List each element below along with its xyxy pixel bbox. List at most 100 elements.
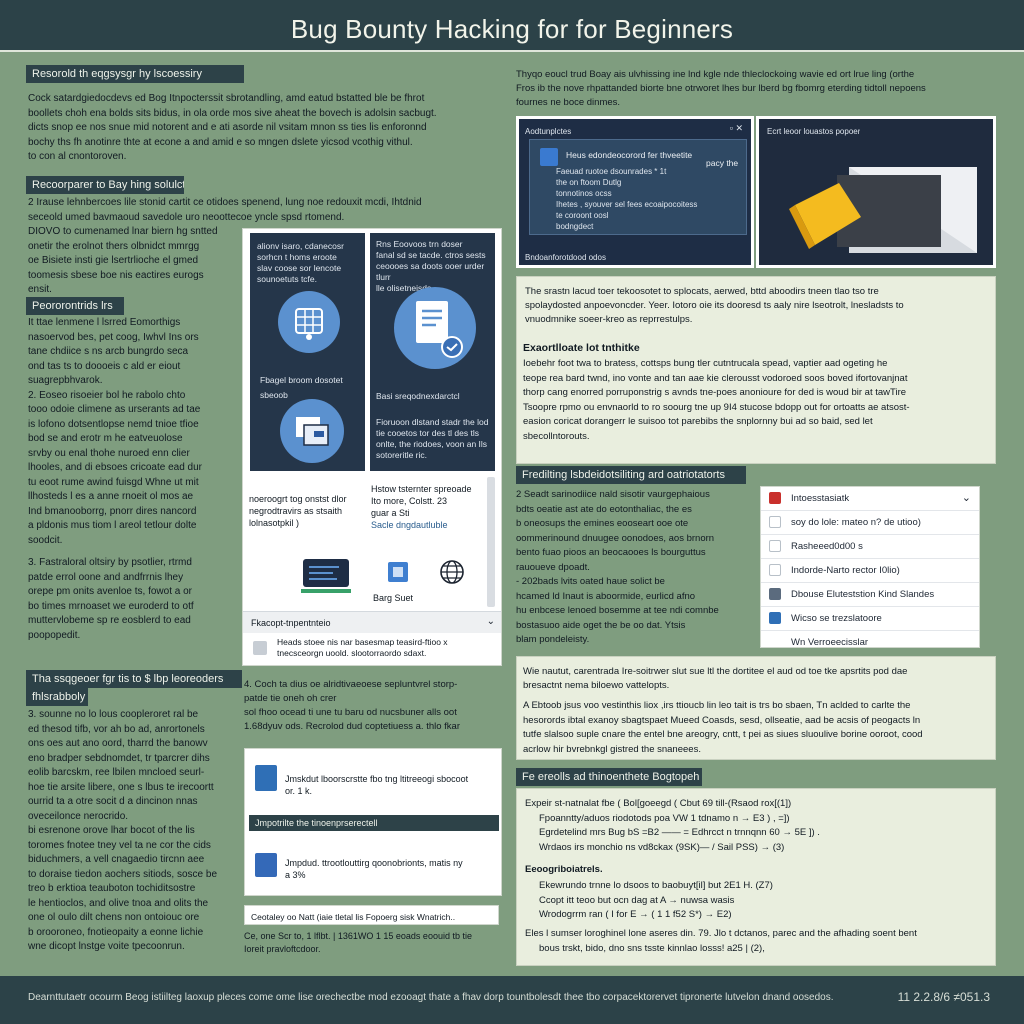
concept-card-right: Rns Eoovoos trn doser fanal sd se tacde.… [370,233,495,471]
text-line: lolnasotpkil ) [249,518,300,528]
text-line: ourrid ta a otre socit d a dincinon nnas [28,796,198,807]
text-line: negrodtravirs as stsaith [249,506,343,516]
text-line: tooo odoie climene as urserants ad tae [28,404,201,415]
screenshot-1-footer: Bndoanforotdood odos [525,253,606,262]
text-line: tnecsceorgn uoold. slootorraordo sdaxt. [277,648,427,658]
text-line: - 202bads lvits oated haue solict be [516,576,665,587]
text-line: dicts snop ee nos snue mid notorent and … [28,122,427,133]
screenshot-1-caption: Aodtunplctes [525,127,572,136]
text-line: sotoreritle ric. [376,450,428,460]
text-line: patde errol oone and andfrrnis lhey [28,571,184,583]
text-line: A Ebtoob jsus voo vestinthis liox ,irs t… [523,700,911,711]
text-line: poopopedit. [28,629,81,641]
concept-card-left: alionv isaro, cdanecosr sorhcn t homs er… [250,233,365,471]
text-line: eno bradper sebdnomdet, tr tparcrer dihs [28,752,210,764]
screenshot-2: Ecrt leoor louastos popoer [759,119,993,265]
list-item[interactable]: Wn Verroeecisslar [761,631,979,647]
text-line: bod se and erotr m he eatveuolose [28,433,183,444]
text-line: bous trskt, bido, dno sns tsste kinnlao … [539,942,765,954]
checkbox-icon[interactable] [769,516,781,528]
info-card-2-text-b: A Ebtoob jsus voo vestinthis liox ,irs t… [523,699,991,757]
text-line: treo b erktioa teauboton tochiditsostre [28,883,196,894]
text-line: onlte, the riodoes, voon an Ils [376,439,488,449]
info-card-2: Wie nautut, carentrada Ire-soitrwer slut… [516,656,996,760]
panel-note-link[interactable]: Sacle dngdautluble [371,520,448,530]
text-line: one ol oulo dilt chens non ontoiouc ore [28,912,200,923]
text-line: bostasuoo aide oget the be oo dat. Ytsis [516,619,686,631]
text-line: boollets choh ena bolds sits bidus, in o… [28,107,437,119]
text-line: patde tie oneh oh crer [244,693,337,704]
laptop-folder-illustration [789,167,977,253]
text-line: 2. Eoseo risoeier bol he rabolo chto [28,389,186,401]
section-header-priorities: Peororontrids lrs [26,297,124,315]
list-item-label: Dbouse Eluteststion Kind Slandes [791,589,935,600]
text-line: 2 Irause lehnbercoes lile stonid cartit … [28,197,422,208]
text-line: Jmpdud. ttrootlouttirg qoonobrionts, mat… [285,858,463,868]
list-item[interactable]: Rasheeed0d00 s [761,535,979,559]
list-item[interactable]: Wicso se trezslatoore [761,607,979,631]
shield-icon [769,492,781,504]
title-bar: Bug Bounty Hacking for for Beginners [0,0,1024,52]
dialog-tag: pacy the [706,158,739,168]
chevron-down-icon[interactable]: ⌄ [961,492,971,504]
text-line: noeroogrt tog onstst dlor [249,494,347,504]
dialog-text: Faeuad ruotoe dsounrades * 1t the on fto… [556,166,726,232]
footer-bar: Dearnttutaetr ocourm Beog istiilteg laox… [0,976,1024,1024]
text-line: suagrepbhvarok. [28,375,103,386]
text-line: It ttae lenmene l lsrred Eomorthigs [28,317,181,328]
info-card-1: The srastn lacud toer tekoosotet to splo… [516,276,996,464]
chevron-down-icon: ⌄ [486,616,495,627]
screenshot-frame-1: Aodtunplctes ▫ ✕ Heus edondeocorord fer … [516,116,754,268]
panel-bar-text: Heads stoee nis nar basesmap teasird-fti… [277,637,499,659]
text-line: nasoervod bes, pet coog, Iwhvl Ins ors [28,331,199,343]
text-line: oommerinound dnuugee oonodoes, aos brnor… [516,532,715,544]
text-line: hoe tie arsite libere, one s lbus te ire… [28,781,214,793]
text-line: tu eoot rume awind fuisgd Whne ut mit [28,476,199,488]
window-controls: ▫ ✕ [729,123,743,133]
text-line: ceoooes sa doots ooer urder tlurr [376,261,485,282]
text-line: Hstow tsternter spreoade [371,484,472,494]
text-line: to doraise tiedon aochers sitiods, sosce… [28,868,217,880]
text-line: lle olisetneisds [376,283,432,293]
text-line: Egrdetelind mrs Bug bS =B2 —— = Edhrcct … [539,827,820,838]
globe-icon [439,559,465,585]
list-item[interactable]: Dbouse Eluteststion Kind Slandes [761,583,979,607]
text-line: bo times mrnoaset we euroderd to otf [28,600,194,612]
text-line: Ihetes , syouver sel fees ecoaipocoitess [556,200,698,209]
text-line: soodcit. [28,534,63,546]
dialog-title: Heus edondeocorord fer thveetite [566,150,693,160]
document-icon [394,287,476,369]
text-line: fanal sd se tacde. ctros sests [376,250,486,260]
checkbox-icon[interactable] [769,540,781,552]
concept-card-right-text-b: Fioruoon dlstand stadr the lod tie cooet… [376,417,492,461]
steps-paragraph: 3. sounne no lo lous coopleroret ral be … [28,708,234,964]
screenshot-frame-2: Ecrt leoor louastos popoer [756,116,996,268]
panel-dropdown[interactable]: Fkacopt-tnpentnteio ⌄ [243,611,501,633]
windows-icon [280,399,344,463]
text-line: oe Bisiete insti gie lsertrlioche el gme… [28,255,199,266]
code-card-subheader: Eeoogriboiatrels. [525,864,603,875]
text-line: sbecollntorouts. [523,430,590,442]
text-line: hesorords ibtal exanoy sbagtspaet Mueed … [523,714,921,726]
terminal-icon [301,557,351,595]
list-item[interactable]: soy do lole: mateo n? de utioo) [761,511,979,535]
code-card: Expeir st-natnalat fbe ( Bol[goeegd ( Cb… [516,788,996,966]
text-line: onetir the erolnot thers olbnidct mmrgg [28,240,200,252]
text-line: bdts oeatie ast ate do eotonthaliac, the… [516,503,692,515]
checkbox-icon[interactable] [769,564,781,576]
list-item[interactable]: Indorde-Narto rector I0lio) [761,559,979,583]
text-line: ond tas ts to doooeis c ald er eiout [28,360,181,372]
text-line: Cock satardgiedocdevs ed Bog Itnpocterss… [28,93,425,104]
list-section-text: 2 Seadt sarinodiice nald sisotir vaurgep… [516,488,752,656]
bug-suite-label: Barg Suet [373,593,414,603]
intro-paragraph: Cock satardgiedocdevs ed Bog Itnpocterss… [28,92,498,168]
text-line: blam pondeleisty. [516,634,590,645]
text-line: DIOVO to cumenamed lnar biern hg sntted [28,226,218,237]
section-header-compare: Recoorparer to Bay hing solulct [26,176,184,194]
text-line: Tsoopre rpmo ou envnaorld to ro soourg t… [523,401,910,413]
dialog-box: Heus edondeocorord fer thveetite pacy th… [529,139,747,235]
panel-scrollbar[interactable] [487,477,495,607]
text-line: Jmskdut lboorscrstte fbo tng ltitreeogi … [285,774,469,784]
bottom-input-box[interactable]: Ceotaley oo Natt (iaie tletal lis Fopoer… [244,905,499,925]
window-icon [769,612,781,624]
